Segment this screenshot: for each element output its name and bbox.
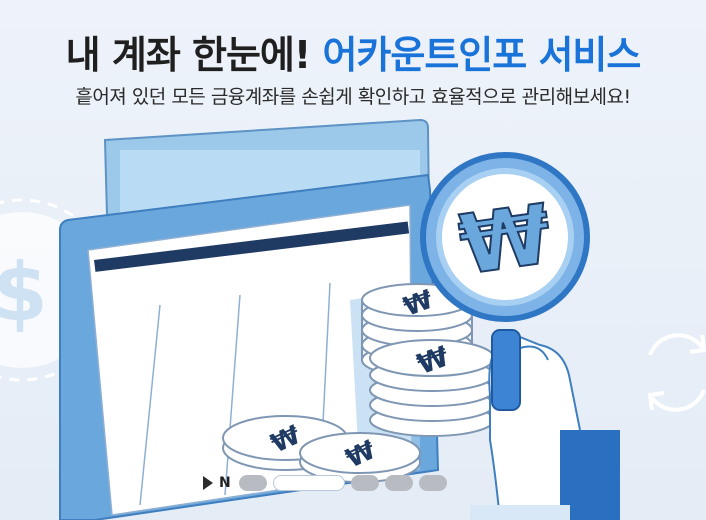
pager-dot[interactable] [418, 475, 447, 491]
title-main: 내 계좌 한눈에! [65, 33, 323, 77]
banner-title: 내 계좌 한눈에! 어카운트인포 서비스 [0, 24, 706, 79]
svg-text:$: $ [0, 246, 48, 339]
carousel-pager: N [203, 474, 447, 492]
banner-subtitle: 흩어져 있던 모든 금융계좌를 손쉽게 확인하고 효율적으로 관리해보세요! [75, 86, 631, 108]
won-icon: ₩ [453, 186, 558, 295]
pager-label: N [219, 475, 231, 491]
title-accent: 어카운트인포 서비스 [322, 33, 641, 77]
refresh-icon [647, 333, 706, 412]
pager-dot-active[interactable] [272, 475, 345, 491]
pager-dot[interactable] [238, 475, 267, 491]
pager-dot[interactable] [350, 475, 379, 491]
magnifier-icon [420, 152, 590, 411]
coin-stack: ₩ [369, 339, 495, 437]
play-icon[interactable] [203, 476, 213, 490]
coin-pile: ₩ ₩ [222, 415, 421, 483]
svg-text:₩: ₩ [454, 187, 557, 294]
pager-dot[interactable] [384, 475, 413, 491]
